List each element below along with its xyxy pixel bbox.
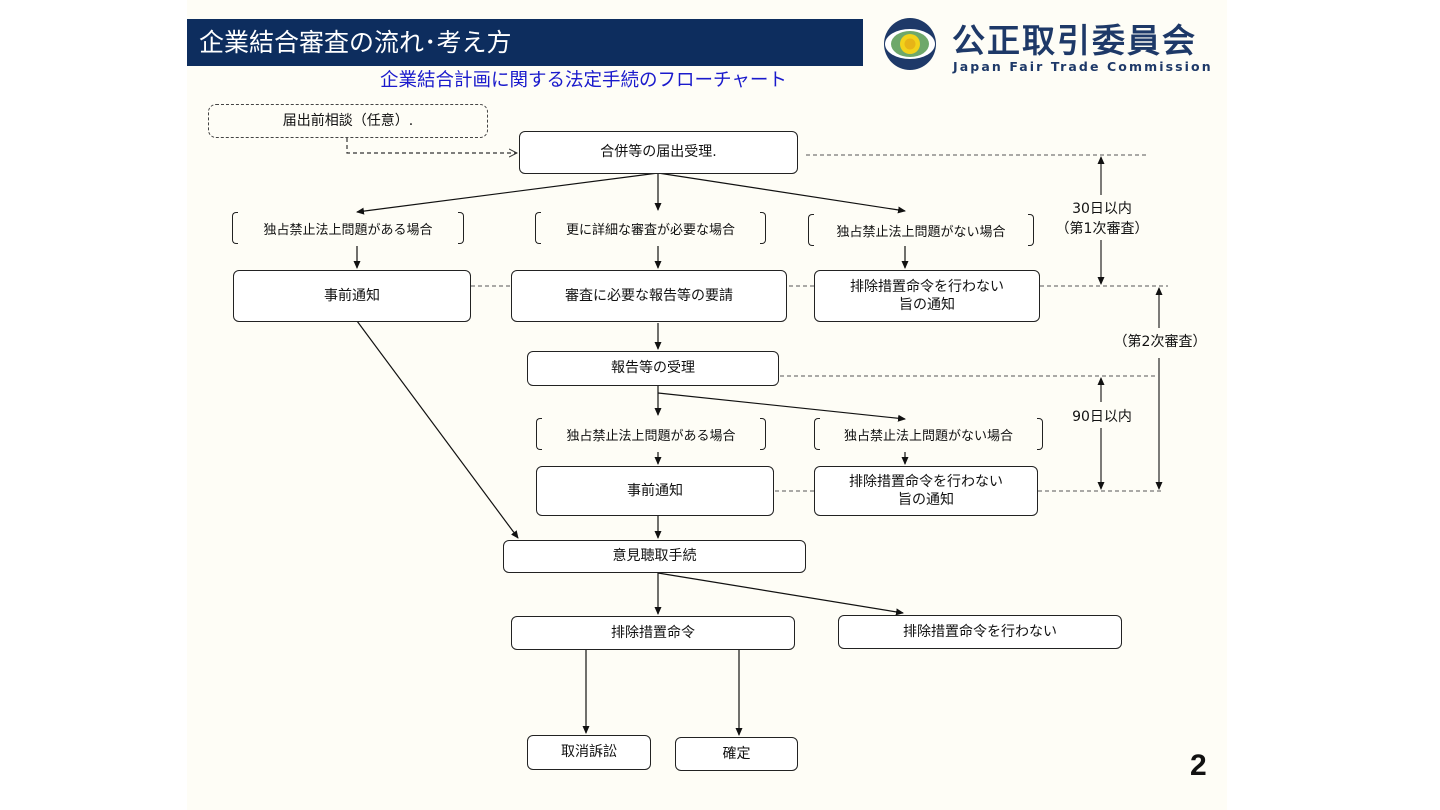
finalized-box: 確定 — [675, 737, 798, 771]
no-cease-order-label: 排除措置命令を行わない — [903, 623, 1057, 640]
chart-subtitle: 企業結合計画に関する法定手続のフローチャート — [380, 70, 787, 91]
report-request-box: 審査に必要な報告等の要請 — [511, 270, 787, 322]
connector-prior-notice1-hearing — [356, 320, 519, 539]
finalized-label: 確定 — [722, 745, 751, 762]
filing-received-box: 合併等の届出受理. — [519, 131, 798, 174]
page-title: 企業結合審査の流れ･考え方 — [187, 19, 863, 66]
connector-filing-cond-problem — [356, 172, 659, 215]
phase2-prior-notice-label: 事前通知 — [627, 482, 683, 499]
phase2-condition-no-problem: 独占禁止法上問題がない場合 — [814, 416, 1043, 452]
pre-consultation-box: 届出前相談（任意）. — [208, 104, 488, 138]
filing-received-label: 合併等の届出受理. — [600, 144, 717, 161]
cease-order-box: 排除措置命令 — [511, 616, 795, 650]
phase2-no-order-notice-box: 排除措置命令を行わない 旨の通知 — [814, 466, 1038, 516]
hearing-box: 意見聴取手続 — [503, 540, 806, 573]
cease-order-label: 排除措置命令 — [611, 624, 695, 641]
no-cease-order-box: 排除措置命令を行わない — [838, 615, 1122, 649]
phase1-prior-notice-box: 事前通知 — [233, 270, 471, 322]
phase1-days-note: 30日以内 — [1072, 201, 1132, 217]
phase1-condition-problem: 独占禁止法上問題がある場合 — [232, 210, 464, 246]
page-number: 2 — [1190, 749, 1207, 782]
hearing-label: 意見聴取手続 — [612, 548, 697, 565]
phase1-condition-detailed: 更に詳細な審査が必要な場合 — [535, 210, 766, 246]
phase2-condition-problem: 独占禁止法上問題がある場合 — [536, 416, 766, 452]
phase1-condition-problem-label: 独占禁止法上問題がある場合 — [263, 222, 433, 238]
org-name: 公正取引委員会 — [952, 21, 1197, 60]
phase2-no-order-notice-line2: 旨の通知 — [898, 492, 954, 508]
revocation-suit-box: 取消訴訟 — [527, 735, 651, 770]
connector-received-cond-noproblem — [657, 392, 906, 422]
phase1-condition-no-problem-label: 独占禁止法上問題がない場合 — [836, 224, 1006, 240]
phase1-no-order-notice-line1: 排除措置命令を行わない — [850, 278, 1004, 295]
phase2-prior-notice-box: 事前通知 — [536, 466, 774, 516]
report-received-box: 報告等の受理 — [527, 351, 779, 386]
connector-filing-cond-noproblem — [657, 172, 906, 214]
connector-preconsult-filing — [346, 138, 517, 153]
report-received-label: 報告等の受理 — [611, 360, 695, 377]
connector-hearing-no-cease-order — [657, 572, 904, 616]
phase2-days-note: 90日以内 — [1072, 409, 1132, 425]
phase1-no-order-notice-line2: 旨の通知 — [899, 297, 955, 313]
phase2-label-note: （第2次審査） — [1113, 334, 1207, 350]
org-name-english: Japan Fair Trade Commission — [953, 59, 1213, 74]
phase1-condition-detailed-label: 更に詳細な審査が必要な場合 — [565, 222, 735, 238]
phase1-label-note: （第1次審査） — [1055, 221, 1149, 237]
revocation-suit-label: 取消訴訟 — [561, 744, 617, 761]
phase2-condition-no-problem-label: 独占禁止法上問題がない場合 — [843, 428, 1013, 444]
pre-consultation-label: 届出前相談（任意）. — [282, 112, 414, 129]
phase2-no-order-notice-line1: 排除措置命令を行わない — [849, 473, 1003, 490]
jftc-emblem-icon — [884, 18, 936, 70]
phase2-condition-problem-label: 独占禁止法上問題がある場合 — [566, 428, 736, 444]
jftc-logo — [884, 18, 936, 70]
phase1-prior-notice-label: 事前通知 — [324, 287, 380, 304]
phase1-condition-no-problem: 独占禁止法上問題がない場合 — [808, 212, 1034, 248]
report-request-label: 審査に必要な報告等の要請 — [565, 287, 733, 304]
phase1-no-order-notice-box: 排除措置命令を行わない 旨の通知 — [814, 270, 1040, 322]
